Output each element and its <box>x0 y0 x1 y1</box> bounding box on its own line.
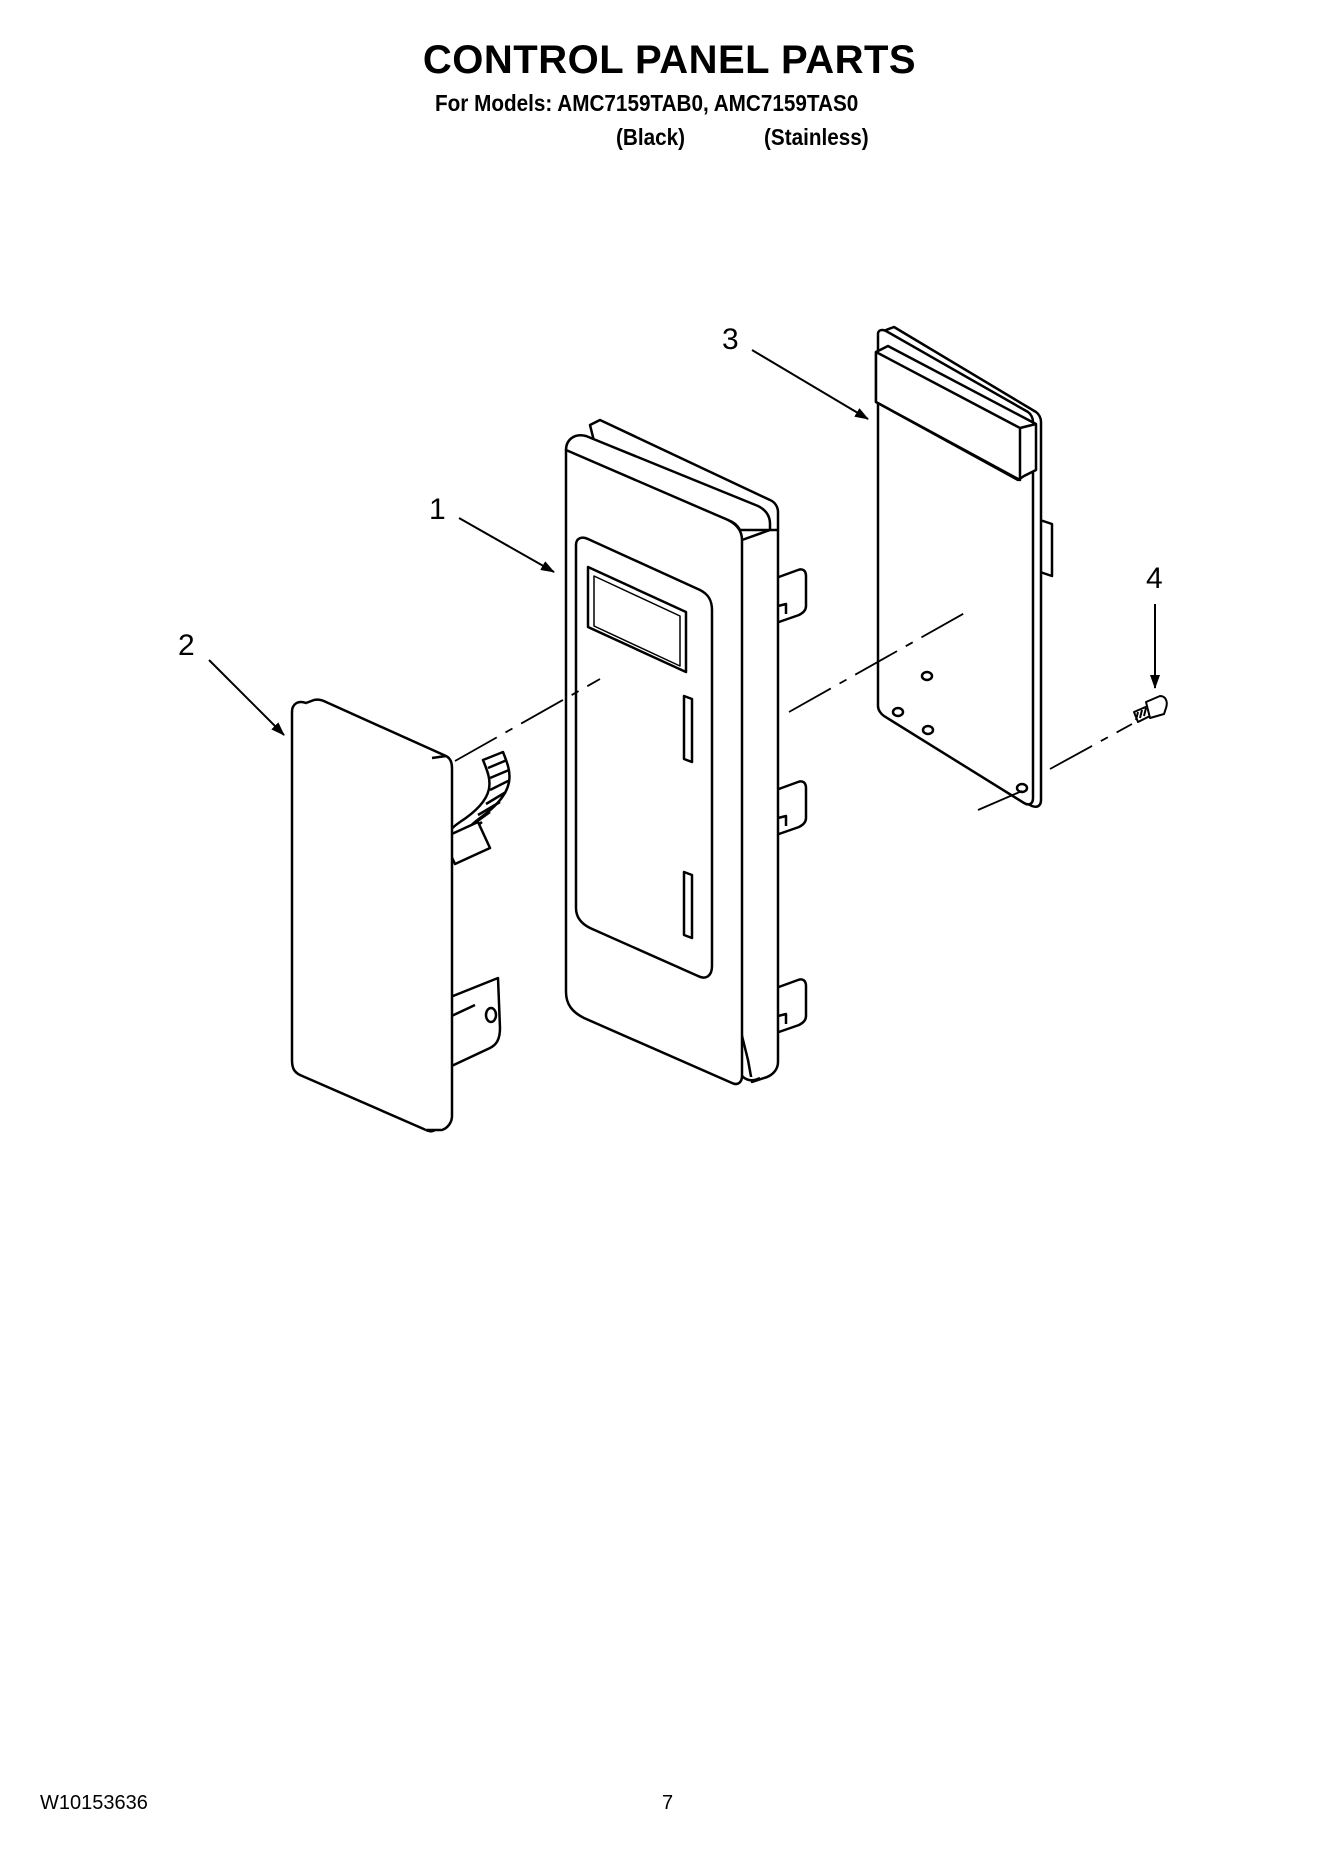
page-title: CONTROL PANEL PARTS <box>422 38 917 82</box>
alignment-lines <box>454 609 1133 811</box>
callout-3: 3 <box>722 323 739 356</box>
page-number: 7 <box>662 1792 674 1814</box>
models-line: For Models: AMC7159TAB0, AMC7159TAS0 <box>435 90 859 116</box>
leader-arrows <box>208 349 1160 736</box>
document-number: W10153636 <box>40 1792 148 1814</box>
finish-black-label: (Black) <box>616 124 686 150</box>
screw <box>1133 695 1168 723</box>
callout-1: 1 <box>429 493 446 526</box>
callout-4: 4 <box>1146 562 1163 595</box>
control-circuit-board <box>874 325 1054 808</box>
callout-2: 2 <box>178 629 195 662</box>
keypad-membrane <box>290 698 511 1133</box>
control-panel-frame <box>564 418 808 1086</box>
finish-stainless-label: (Stainless) <box>764 124 869 150</box>
